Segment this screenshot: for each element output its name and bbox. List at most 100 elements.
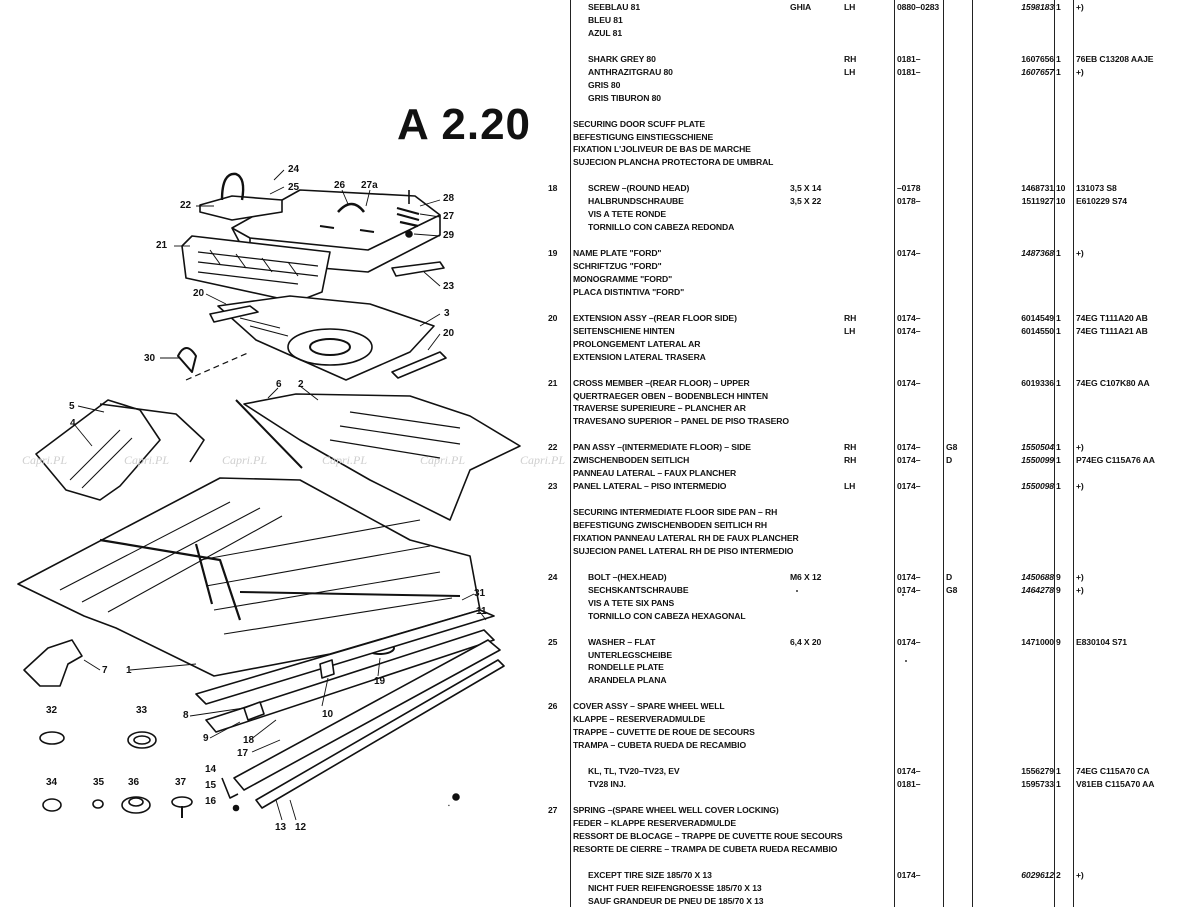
table-row: RONDELLE PLATE — [540, 661, 1200, 674]
description: RONDELLE PLATE — [588, 662, 664, 673]
table-row: AZUL 81 — [540, 27, 1200, 40]
reference-number: P74EG C115A76 AA — [1076, 455, 1155, 466]
part-number: 1598183 — [1021, 2, 1054, 12]
description: CROSS MEMBER –(REAR FLOOR) – UPPER — [573, 377, 750, 388]
part-number: 1550504 — [1021, 442, 1054, 453]
sill-panels-drawing — [195, 609, 505, 809]
table-row — [540, 169, 1200, 182]
callout-label: 34 — [46, 777, 58, 788]
description: SECURING DOOR SCUFF PLATE — [573, 118, 705, 129]
quantity: 1 — [1056, 481, 1061, 492]
date-range: 0174– — [897, 481, 921, 492]
description: AZUL 81 — [588, 27, 623, 38]
table-row — [540, 856, 1200, 869]
callout-label: 10 — [322, 709, 334, 720]
table-row: GRIS TIBURON 80 — [540, 92, 1200, 105]
description: RESSORT DE BLOCAGE – TRAPPE DE CUVETTE R… — [573, 830, 843, 841]
reference-number: 74EG C115A70 CA — [1076, 766, 1150, 776]
callout-label: 8 — [183, 710, 189, 721]
table-row: EXTENSION LATERAL TRASERA — [540, 351, 1200, 364]
description: TV28 INJ. — [588, 779, 626, 789]
item-number: 20 — [548, 312, 558, 323]
table-row — [540, 791, 1200, 804]
date-range: 0181– — [897, 779, 921, 789]
watermark: Capri.PL — [222, 453, 268, 467]
table-row: SUJECION PANEL LATERAL RH DE PISO INTERM… — [540, 545, 1200, 558]
description: BLEU 81 — [588, 14, 623, 25]
callout-label: 9 — [203, 733, 209, 744]
item-number: 25 — [548, 636, 558, 647]
description: FEDER – KLAPPE RESERVERADMULDE — [573, 817, 737, 828]
description: BEFESTIGUNG ZWISCHENBODEN SEITLICH RH — [573, 520, 767, 530]
date-range: 0174– — [897, 442, 921, 453]
column-divider — [570, 0, 571, 907]
date-range: 0174– — [897, 571, 921, 582]
table-row: SUJECION PLANCHA PROTECTORA DE UMBRAL — [540, 156, 1200, 169]
quantity: 1 — [1056, 766, 1061, 776]
quantity: 9 — [1056, 584, 1061, 595]
description: PANEL LATERAL – PISO INTERMEDIO — [573, 481, 727, 492]
bracket-7-drawing — [23, 639, 83, 687]
table-row — [540, 40, 1200, 53]
quantity: 1 — [1056, 325, 1061, 336]
table-row: PLACA DISTINTIVA "FORD" — [540, 286, 1200, 299]
item-number: 26 — [548, 701, 558, 712]
description: KL, TL, TV20–TV23, EV — [588, 766, 680, 776]
table-row: QUERTRAEGER OBEN – BODENBLECH HINTEN — [540, 390, 1200, 403]
reference-number: +) — [1076, 481, 1084, 492]
callout-label: 29 — [443, 230, 455, 241]
callout-label: 30 — [144, 353, 156, 364]
description: EXCEPT TIRE SIZE 185/70 X 13 — [588, 869, 712, 880]
quantity: 1 — [1056, 442, 1061, 453]
table-row: FEDER – KLAPPE RESERVERADMULDE — [540, 817, 1200, 830]
reference-number: +) — [1076, 442, 1084, 453]
callout-label: 7 — [102, 665, 108, 676]
description: PAN ASSY –(INTERMEDIATE FLOOR) – SIDE — [573, 442, 751, 453]
description: UNTERLEGSCHEIBE — [588, 649, 672, 660]
reference-number: 76EB C13208 AAJE — [1076, 53, 1154, 64]
date-range: 0174– — [897, 377, 921, 388]
date-range: 0181– — [897, 53, 921, 64]
description: MONOGRAMME "FORD" — [573, 273, 673, 284]
reference-number: 74EG T111A20 AB — [1076, 312, 1148, 323]
quantity: 9 — [1056, 571, 1061, 582]
description: TORNILLO CON CABEZA REDONDA — [588, 222, 735, 233]
part-number: 1464278 — [1021, 584, 1054, 595]
description: NAME PLATE "FORD" — [573, 248, 662, 258]
callout-label: 12 — [295, 822, 307, 833]
watermark: Capri.PL — [420, 453, 466, 467]
callout-label: 31 — [474, 588, 486, 599]
callout-label: 17 — [237, 748, 249, 759]
description: NICHT FUER REIFENGROESSE 185/70 X 13 — [588, 882, 762, 893]
description: SEEBLAU 81 — [588, 2, 641, 12]
callout-label: 5 — [69, 401, 75, 412]
callout-label: 13 — [275, 822, 287, 833]
exploded-diagram: A 2.20 Capri.PL Capri.PL Capri.PL Capri.… — [0, 0, 565, 907]
table-row: PROLONGEMENT LATERAL AR — [540, 338, 1200, 351]
strip-23-drawing — [391, 261, 445, 277]
callout-label: 19 — [374, 676, 386, 687]
item-number: 23 — [548, 481, 558, 492]
market-code: G8 — [946, 584, 958, 595]
description: VIS A TETE SIX PANS — [588, 597, 675, 608]
quantity: 10 — [1056, 196, 1066, 207]
reference-number: +) — [1076, 869, 1084, 880]
description: SPRING –(SPARE WHEEL WELL COVER LOCKING) — [573, 804, 779, 815]
quantity: 1 — [1056, 312, 1061, 323]
callout-label: 22 — [180, 200, 192, 211]
callout-label: 15 — [205, 780, 217, 791]
side: LH — [844, 325, 856, 336]
description: EXTENSION ASSY –(REAR FLOOR SIDE) — [573, 312, 737, 323]
date-range: 0174– — [897, 248, 921, 258]
reference-number: 74EG T111A21 AB — [1076, 325, 1148, 336]
table-row: MONOGRAMME "FORD" — [540, 273, 1200, 286]
part-number: 1487368 — [1021, 248, 1054, 258]
